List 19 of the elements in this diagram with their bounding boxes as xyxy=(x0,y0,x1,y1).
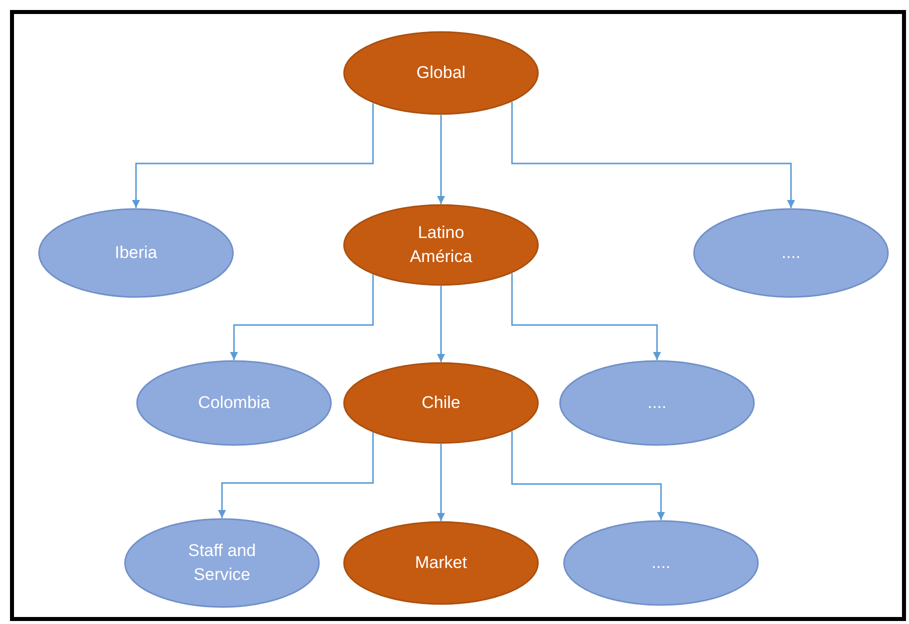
node-label: Iberia xyxy=(114,242,158,264)
connector-arrow xyxy=(511,102,795,208)
node-label: .... xyxy=(780,242,802,264)
node-label: Colombia xyxy=(197,392,271,414)
connector-arrow xyxy=(437,286,445,362)
connector-arrow xyxy=(437,444,445,521)
connector-arrow xyxy=(218,432,374,518)
node-label: Global xyxy=(415,62,467,84)
node-label: Latino América xyxy=(408,222,474,268)
node-label: .... xyxy=(646,392,668,414)
connector-arrow xyxy=(437,115,445,204)
node-label: Chile xyxy=(420,392,462,414)
connector-arrow xyxy=(230,274,374,360)
connector-arrow xyxy=(511,431,665,520)
connector-arrow xyxy=(132,103,374,208)
node-label: .... xyxy=(650,552,672,574)
connector-arrow xyxy=(511,273,661,360)
node-label: Market xyxy=(414,552,468,574)
node-label: Staff and Service xyxy=(187,540,257,586)
